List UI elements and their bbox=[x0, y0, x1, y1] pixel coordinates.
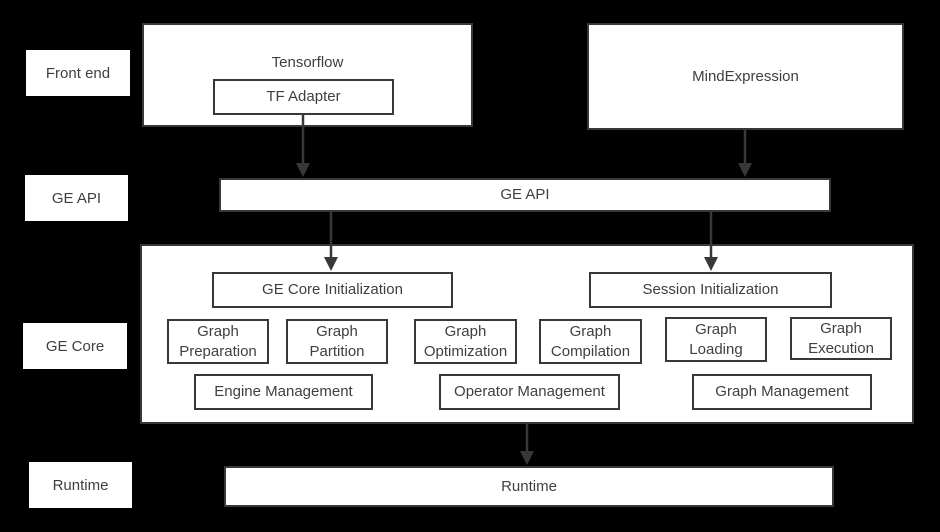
graph-partition-box: Graph Partition bbox=[286, 319, 388, 364]
graph-management-box: Graph Management bbox=[692, 374, 872, 410]
tensorflow-label: Tensorflow bbox=[271, 54, 344, 71]
graph-optimization-box: Graph Optimization bbox=[414, 319, 517, 364]
ge-api-bar: GE API bbox=[219, 178, 831, 212]
ge-core-initialization-box: GE Core Initialization bbox=[212, 272, 453, 308]
graph-compilation-box: Graph Compilation bbox=[539, 319, 642, 364]
session-initialization-box: Session Initialization bbox=[589, 272, 832, 308]
lane-label-ge-core: GE Core bbox=[23, 323, 127, 369]
lane-label-ge-api: GE API bbox=[25, 175, 128, 221]
lane-label-runtime: Runtime bbox=[29, 462, 132, 508]
tf-adapter-box: TF Adapter bbox=[213, 79, 394, 115]
graph-loading-box: Graph Loading bbox=[665, 317, 767, 362]
runtime-bar: Runtime bbox=[224, 466, 834, 507]
mindexpression-box: MindExpression bbox=[587, 23, 904, 130]
engine-management-box: Engine Management bbox=[194, 374, 373, 410]
graph-preparation-box: Graph Preparation bbox=[167, 319, 269, 364]
arrow-ge-core-to-runtime-icon bbox=[520, 424, 534, 465]
operator-management-box: Operator Management bbox=[439, 374, 620, 410]
arrow-mindexpression-to-ge-api-icon bbox=[738, 130, 752, 177]
lane-label-front-end: Front end bbox=[26, 50, 130, 96]
graph-execution-box: Graph Execution bbox=[790, 317, 892, 360]
tensorflow-box: Tensorflow TF Adapter bbox=[142, 23, 473, 127]
